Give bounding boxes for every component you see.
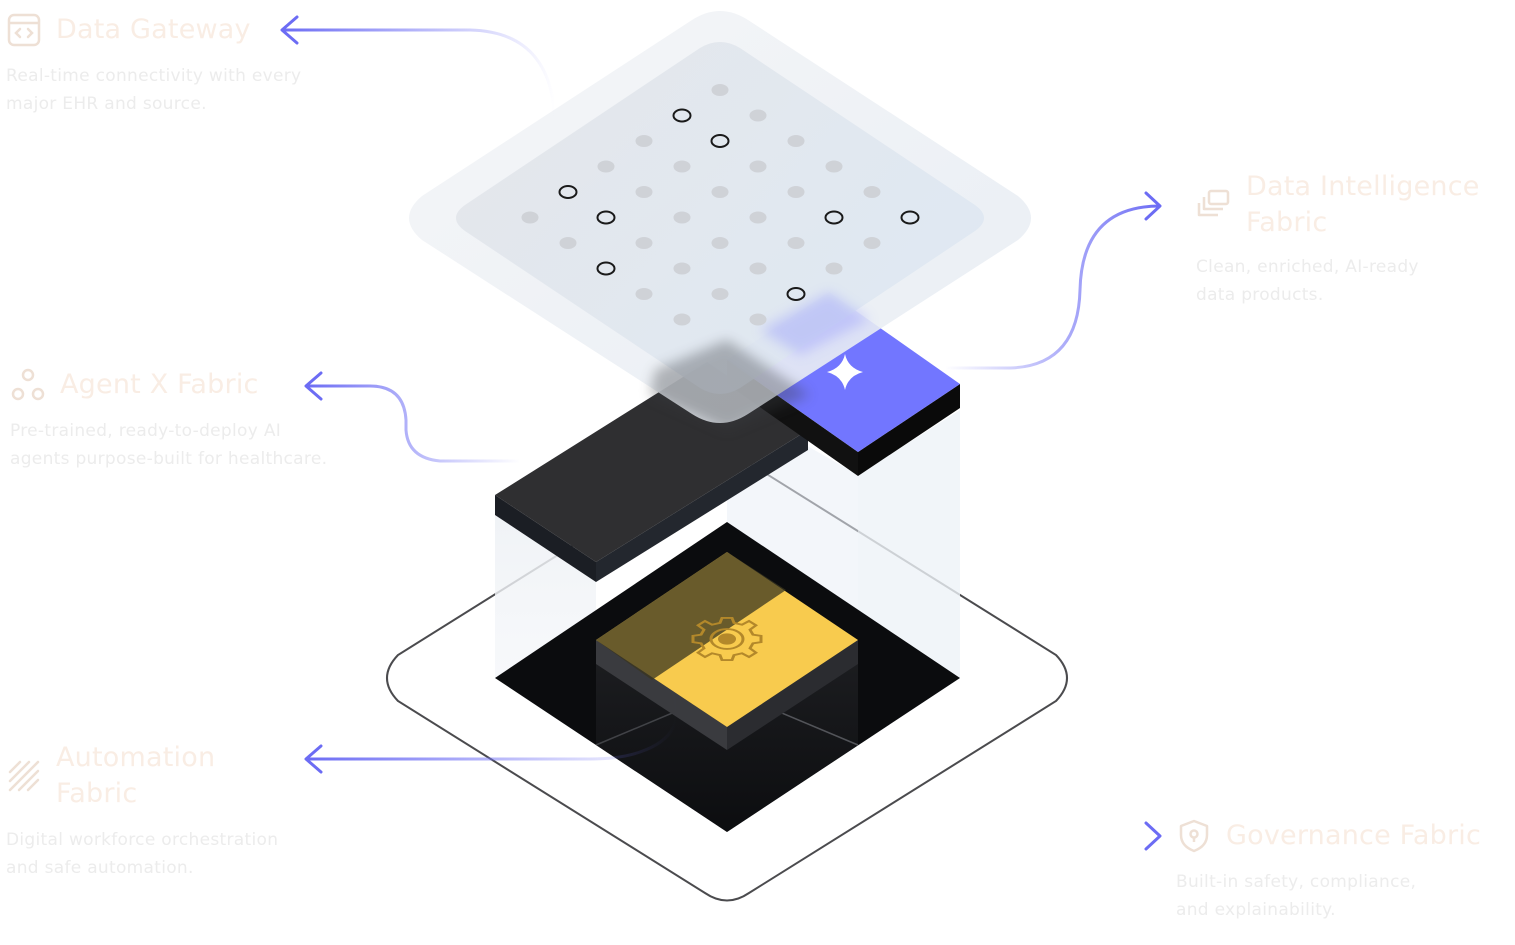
grid-dot [635,288,653,300]
feature-title: Automation Fabric [56,742,216,809]
grid-dot [825,262,843,275]
sparkle-icon [827,354,863,390]
gear-block-shade [596,552,786,680]
grid-dot [749,109,767,122]
feature-description: Real-time connectivity with every major … [6,66,302,114]
grid-dot [635,135,653,147]
grid-dot [787,135,805,147]
sparkle-tile-side-right [858,384,960,476]
gear-icon [691,616,763,662]
grid-dot [863,186,881,198]
diagonal-stripes-icon [6,758,42,794]
feature-title: Data Gateway [56,14,251,45]
feature-automation-fabric: Automation Fabric Digital workforce orch… [6,740,326,882]
dot-grid [521,84,920,326]
feature-description: Pre-trained, ready-to-deploy AI agents p… [10,421,328,469]
grid-dot [673,160,691,173]
grid-dot [673,313,691,326]
stacked-layers-icon [1196,187,1232,223]
arrow-data-gateway [280,15,557,136]
grid-dot [825,160,843,173]
grid-ring [710,134,730,148]
shield-lock-icon [1176,818,1212,854]
dark-tile-side-right [596,430,808,582]
blur-overlap [650,340,810,430]
grid-dot [635,237,653,249]
grid-dot [673,211,691,224]
feature-title: Data Intelligence Fabric [1246,171,1480,238]
feature-governance-fabric: Governance Fabric Built-in safety, compl… [1176,818,1506,924]
feature-data-intelligence-fabric: Data Intelligence Fabric Clean, enriched… [1196,169,1506,309]
nodes-icon [10,367,46,403]
grid-dot [787,186,805,198]
feature-description: Built-in safety, compliance, and explain… [1176,872,1417,920]
arrow-automation-fabric [304,689,679,774]
blur-overlap-blue [760,292,870,355]
feature-title: Agent X Fabric [60,369,259,400]
feature-agent-x-fabric: Agent X Fabric Pre-trained, ready-to-dep… [10,367,360,473]
grid-dot [711,288,729,300]
grid-dot [711,186,729,198]
grid-dot [749,211,767,224]
feature-title: Governance Fabric [1226,820,1482,851]
grid-ring [558,185,578,199]
grid-ring [672,108,692,123]
arrow-agent-x-fabric [304,371,520,463]
gear-block-side-right [727,640,858,750]
grid-ring [824,210,844,225]
feature-data-gateway: Data Gateway Real-time connectivity with… [6,12,336,118]
arrow-governance [880,821,1162,851]
grid-ring [900,210,920,225]
grid-dot [711,237,729,249]
code-window-icon [6,12,42,48]
feature-description: Clean, enriched, AI-ready data products. [1196,257,1419,305]
gear-block-side-left [596,640,727,750]
grid-dot [635,186,653,198]
top-plate-inner [456,42,984,394]
grid-dot [749,262,767,275]
grid-ring [596,261,616,276]
grid-dot [787,237,805,249]
grid-ring [596,210,616,225]
grid-dot [711,84,729,96]
arrow-data-intelligence [945,191,1162,370]
feature-description: Digital workforce orchestration and safe… [6,830,279,878]
grid-dot [749,313,767,326]
grid-dot [749,160,767,173]
grid-dot [673,262,691,275]
grid-dot [521,211,539,224]
grid-ring [786,287,806,301]
grid-dot [559,237,577,249]
grid-dot [597,160,615,173]
dark-tile-side-left [495,495,596,582]
grid-dot [863,237,881,249]
